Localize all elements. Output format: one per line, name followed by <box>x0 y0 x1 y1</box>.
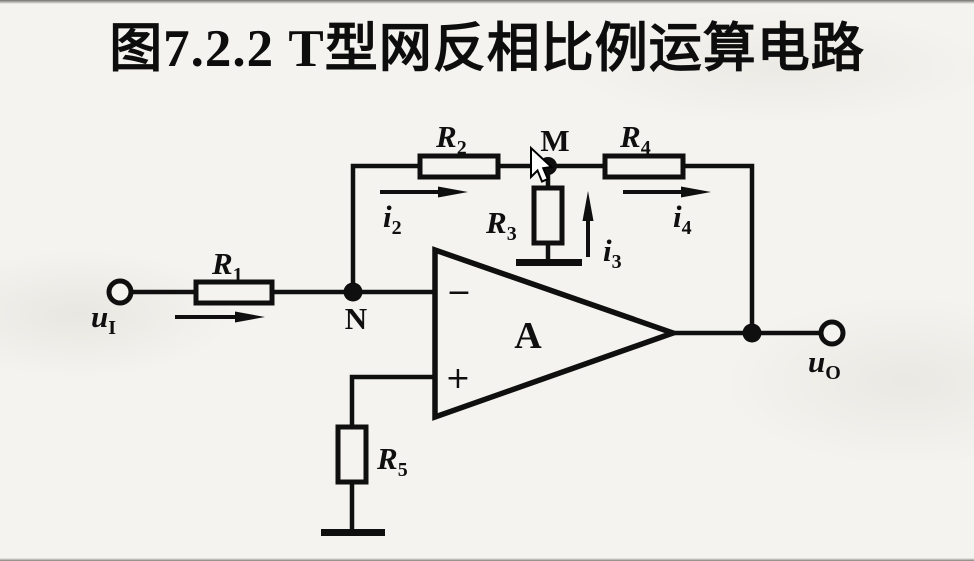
resistor-r2-body <box>417 153 501 180</box>
node-n-dot <box>343 282 363 302</box>
node-m-label: M <box>540 123 569 158</box>
opamp-triangle <box>432 246 682 421</box>
resistor-r1-body <box>193 279 275 306</box>
output-voltage-label: uO <box>808 344 841 384</box>
current-arrow-i2 <box>380 186 468 198</box>
resistor-r3-body <box>531 185 565 246</box>
current-arrow-input <box>175 311 265 323</box>
node-n-label: N <box>345 301 367 336</box>
i2-label: i2 <box>383 199 402 239</box>
i4-label: i4 <box>673 199 692 239</box>
r3-label: R3 <box>485 205 517 245</box>
output-terminal <box>818 319 846 347</box>
resistor-r4-body <box>602 153 686 180</box>
r4-label: R4 <box>619 119 651 159</box>
mouse-cursor-icon <box>530 145 554 183</box>
i3-label: i3 <box>603 233 622 273</box>
r1-label: R1 <box>211 246 243 286</box>
current-arrow-i3 <box>582 191 594 257</box>
output-node-dot <box>742 323 762 343</box>
resistor-r5-body <box>335 424 369 485</box>
ground-r3 <box>516 259 582 266</box>
r5-label: R5 <box>376 441 408 481</box>
input-terminal <box>106 278 134 306</box>
r2-label: R2 <box>435 119 467 159</box>
input-voltage-label: uI <box>91 299 116 339</box>
ground-r5 <box>321 529 385 536</box>
current-arrow-i4 <box>623 186 711 198</box>
figure-title: 图7.2.2 T型网反相比例运算电路 <box>109 20 865 78</box>
opamp-label: A <box>514 315 542 357</box>
opamp-inverting-sign: − <box>446 275 471 310</box>
opamp-noninverting-sign: + <box>445 361 470 396</box>
